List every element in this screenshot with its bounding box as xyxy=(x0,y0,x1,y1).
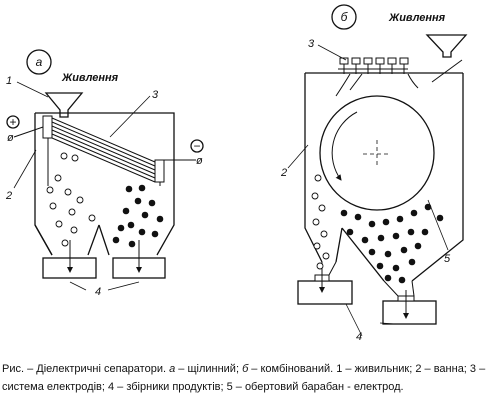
panel-a-feed-label: Живлення xyxy=(61,72,119,84)
panel-a-wire-plus xyxy=(13,126,44,138)
panel-a-feed-hopper xyxy=(44,92,84,118)
panel-a-letter: а xyxy=(36,55,43,69)
caption-b-letter: б xyxy=(242,363,249,375)
panel-a-plus-sign: + xyxy=(9,115,16,129)
panel-b-label-2: 2 xyxy=(280,167,287,179)
panel-b-label-3: 3 xyxy=(308,38,315,50)
panel-b-circle xyxy=(331,4,357,30)
panel-b-rotation-arrow xyxy=(331,111,358,181)
panel-b-collector-right xyxy=(382,300,437,325)
caption-prefix: Рис. – Діелектричні сепаратори. xyxy=(2,363,170,375)
panel-a-dark-particles xyxy=(112,184,164,248)
panel-b-tank xyxy=(304,72,464,282)
caption-a-text: – щілинний; xyxy=(175,363,243,375)
panel-a-label-3: 3 xyxy=(152,89,159,101)
caption-b-text: – комбінований. 1 – живильник; 2 – ванна… xyxy=(2,363,486,393)
panel-a-minus-terminal xyxy=(190,139,204,153)
panel-b-collector-left xyxy=(297,280,353,305)
panel-b-label-5: 5 xyxy=(444,253,451,265)
panel-b-light-particles xyxy=(311,174,330,270)
panel-a-plus-terminal xyxy=(6,115,20,129)
panel-b-feed-label: Живлення xyxy=(388,12,446,24)
panel-a-circle xyxy=(26,49,52,75)
caption-a-letter: а xyxy=(169,363,176,375)
panel-a-light-particles xyxy=(46,152,96,247)
panel-b-label-4: 4 xyxy=(356,331,362,343)
panel-a-minus-ground: ø xyxy=(196,155,203,167)
panel-b-electrode-system xyxy=(335,57,419,97)
panel-b-rotating-drum xyxy=(319,95,435,211)
panel-b-feed-hopper xyxy=(425,34,468,58)
panel-a-label-4: 4 xyxy=(95,286,101,298)
panel-b-combined-separator: б xyxy=(280,4,468,343)
panel-b-letter: б xyxy=(341,10,349,24)
dielectric-separators-diagram: а + ø − ø xyxy=(5,4,468,343)
panel-a-label-2: 2 xyxy=(5,190,12,202)
panel-a-minus-sign: − xyxy=(193,139,200,153)
panel-b-drum-axis xyxy=(363,140,391,168)
panel-b-dark-particles xyxy=(340,203,444,284)
panel-a-plus-ground: ø xyxy=(7,132,14,144)
panel-a-label-1: 1 xyxy=(6,75,12,87)
figure-caption: Рис. – Діелектричні сепаратори. а – щіли… xyxy=(2,360,486,415)
panel-a-slot-separator: а + ø − ø xyxy=(5,49,204,298)
panel-a-electrode-system xyxy=(42,115,165,186)
